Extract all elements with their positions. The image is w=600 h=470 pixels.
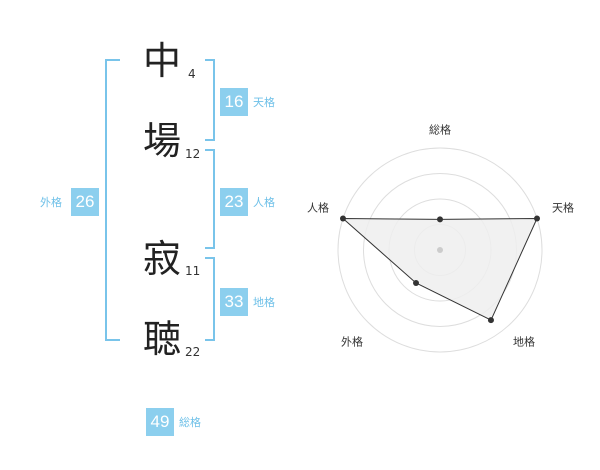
jinkaku-value: 23 <box>220 188 248 216</box>
radar-ring-4 <box>337 147 543 353</box>
gaikaku-label: 外格 <box>40 196 62 209</box>
radar-points <box>339 215 541 324</box>
radar-polygon <box>341 217 538 321</box>
name-char-3-strokes: 11 <box>185 264 201 278</box>
radar-label-gaikaku: 外格 <box>341 335 363 349</box>
radar-label-tenkaku: 天格 <box>552 201 574 215</box>
tenkaku-bracket <box>205 59 215 141</box>
name-char-1-glyph: 中 <box>143 39 182 83</box>
jinkaku-bracket <box>205 149 215 249</box>
gaikaku-bracket <box>105 59 120 341</box>
chikaku-label: 地格 <box>253 296 275 309</box>
radar-point-5 <box>339 215 346 222</box>
radar-point-1 <box>437 216 443 223</box>
soukaku-label: 総格 <box>179 416 201 429</box>
soukaku-value: 49 <box>146 408 174 436</box>
radar-label-jinkaku: 人格 <box>307 201 329 215</box>
jinkaku-label: 人格 <box>253 196 275 209</box>
tenkaku-value: 16 <box>220 88 248 116</box>
gaikaku-value: 26 <box>71 188 99 216</box>
radar-point-3 <box>487 317 494 324</box>
name-char-2-strokes: 12 <box>185 147 201 161</box>
radar-point-4 <box>413 280 420 287</box>
radar-point-2 <box>534 215 541 222</box>
chikaku-bracket <box>205 257 215 341</box>
name-char-4-strokes: 22 <box>185 345 201 359</box>
name-char-1-strokes: 4 <box>188 67 196 81</box>
name-char-3-glyph: 寂 <box>143 237 182 281</box>
chikaku-value: 33 <box>220 288 248 316</box>
radar-label-chikaku: 地格 <box>513 335 535 349</box>
name-char-4-glyph: 聴 <box>143 317 182 361</box>
name-char-2-glyph: 場 <box>143 119 182 163</box>
tenkaku-label: 天格 <box>253 96 275 109</box>
radar-center-dot <box>437 247 443 253</box>
radar-label-soukaku: 総格 <box>429 123 451 137</box>
